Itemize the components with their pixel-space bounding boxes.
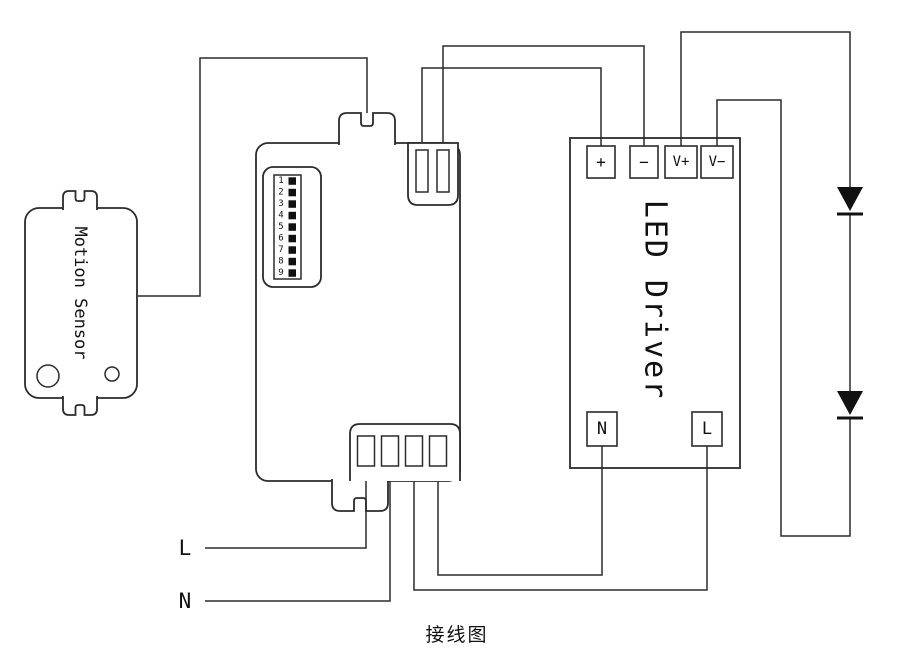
wire-mains-live — [205, 481, 367, 549]
input-terminal-slot — [428, 435, 448, 467]
diagram-caption: 接线图 — [425, 624, 488, 646]
dip-switch-actuator — [288, 177, 296, 185]
motion-sensor-lens-small — [104, 366, 120, 382]
wire-vminus-return — [716, 99, 851, 537]
wire-dim-minus — [442, 45, 645, 146]
motion-sensor-mounting-tab-top — [62, 190, 98, 210]
controller-input-terminal-block — [349, 423, 461, 481]
motion-sensor: Motion Sensor — [24, 190, 138, 416]
terminal-l-label: L — [702, 419, 712, 439]
terminal-vplus-label: V+ — [673, 154, 690, 170]
motion-sensor-label: Motion Sensor — [70, 226, 90, 359]
wires — [137, 31, 851, 602]
terminal-minus-label: − — [639, 153, 649, 172]
dip-digit: 5 — [278, 222, 283, 232]
led-diode-icon — [837, 391, 863, 415]
led-symbols — [837, 187, 863, 420]
terminal-minus-box — [629, 145, 659, 179]
dip-switch-block: 1 2 3 4 5 6 7 8 9 — [262, 166, 322, 288]
terminal-vminus-label: V− — [709, 154, 726, 170]
dip-digit: 2 — [278, 188, 283, 198]
dip-digit: 8 — [278, 257, 283, 267]
input-terminal-slot — [404, 435, 424, 467]
terminal-vminus-box — [700, 145, 734, 179]
terminal-vplus-box — [664, 145, 698, 179]
dip-switch-actuator — [288, 246, 296, 254]
wire-dim-plus — [421, 67, 602, 146]
controller-mounting-tab-bottom — [331, 479, 389, 512]
motion-sensor-mounting-tab-bottom — [62, 396, 98, 416]
wire-driver-neutral — [437, 446, 603, 576]
mains-neutral-label: N — [179, 589, 192, 613]
mains-live-label: L — [179, 536, 192, 560]
terminal-plus-label: + — [596, 153, 606, 172]
dip-switch-actuator — [288, 257, 296, 266]
led-driver-terminals: + − V+ V− N L — [586, 145, 734, 447]
input-terminal-slot — [380, 435, 400, 467]
terminal-n-box — [586, 411, 618, 447]
terminal-plus-box — [586, 145, 616, 179]
motion-sensor-lens-large — [36, 364, 60, 388]
wire-motion-sensor-signal — [137, 57, 368, 297]
wire-driver-live — [413, 446, 708, 591]
led-driver-label: LED Driver — [638, 200, 673, 401]
dip-digit: 4 — [278, 211, 283, 221]
dip-switch-actuator — [288, 269, 296, 277]
dip-switch-actuator — [288, 223, 296, 231]
terminal-l-box — [691, 411, 723, 447]
dip-digit: 7 — [278, 245, 283, 255]
dip-digit: 3 — [278, 199, 283, 209]
wire-mains-neutral — [205, 481, 391, 602]
dip-switch-actuator — [288, 200, 296, 208]
controller-output-terminal-block — [407, 142, 459, 206]
wire-vplus-to-led — [680, 31, 851, 187]
output-terminal-slot — [436, 149, 450, 193]
controller-mounting-tab-top — [338, 112, 396, 145]
terminal-n-label: N — [597, 419, 607, 439]
led-diode-icon — [837, 187, 863, 211]
dip-digit: 9 — [278, 268, 283, 278]
dip-digit: 1 — [278, 176, 283, 186]
sensor-controller: 1 2 3 4 5 6 7 8 9 — [255, 112, 461, 512]
dip-switch-actuator — [288, 211, 296, 220]
dip-switch-actuator — [288, 188, 296, 197]
dip-switch-strip — [273, 174, 302, 280]
input-terminal-slot — [356, 435, 376, 467]
dip-digit: 6 — [278, 234, 283, 244]
output-terminal-slot — [415, 149, 429, 193]
dip-switch-actuator — [288, 234, 296, 243]
